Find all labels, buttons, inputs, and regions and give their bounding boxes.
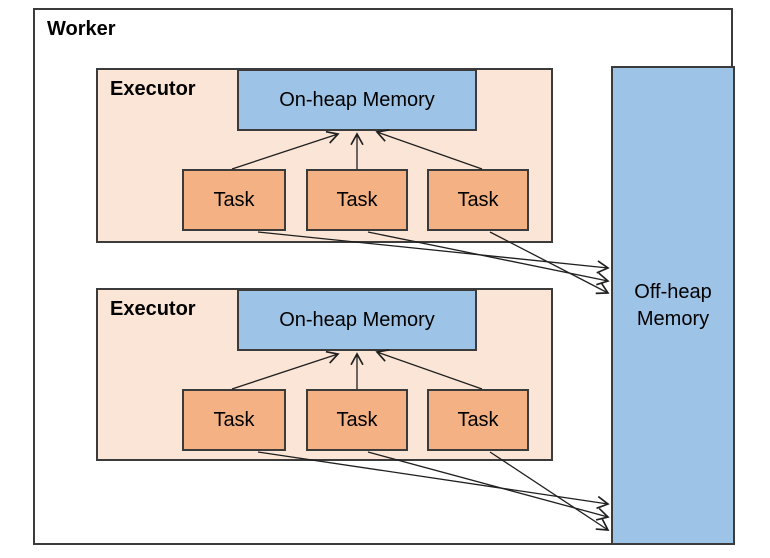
executor-1-task-1-box: Task	[182, 169, 286, 231]
executor-1-label: Executor	[110, 78, 196, 100]
executor-1-task-2-box: Task	[306, 169, 408, 231]
offheap-memory-box: Off-heap Memory	[611, 66, 735, 545]
task-label: Task	[336, 188, 378, 211]
worker-box: Worker Executor On-heap Memory Task Task…	[33, 8, 735, 545]
executor-2-onheap-memory-box: On-heap Memory	[237, 289, 477, 351]
task-label: Task	[213, 188, 255, 211]
executor-1-box: Executor On-heap Memory Task Task Task	[96, 68, 553, 243]
executor-2-onheap-memory-label: On-heap Memory	[279, 308, 435, 331]
executor-2-task-1-box: Task	[182, 389, 286, 451]
task-label: Task	[457, 408, 499, 431]
executor-1-task-3-box: Task	[427, 169, 529, 231]
executor-2-label: Executor	[110, 298, 196, 320]
executor-2-task-3-box: Task	[427, 389, 529, 451]
executor-2-task-2-box: Task	[306, 389, 408, 451]
offheap-memory-label: Off-heap Memory	[634, 280, 712, 330]
executor-2-box: Executor On-heap Memory Task Task Task	[96, 288, 553, 461]
worker-label: Worker	[47, 18, 116, 40]
task-label: Task	[336, 408, 378, 431]
executor-1-onheap-memory-label: On-heap Memory	[279, 88, 435, 111]
executor-1-onheap-memory-box: On-heap Memory	[237, 69, 477, 131]
task-label: Task	[213, 408, 255, 431]
task-label: Task	[457, 188, 499, 211]
